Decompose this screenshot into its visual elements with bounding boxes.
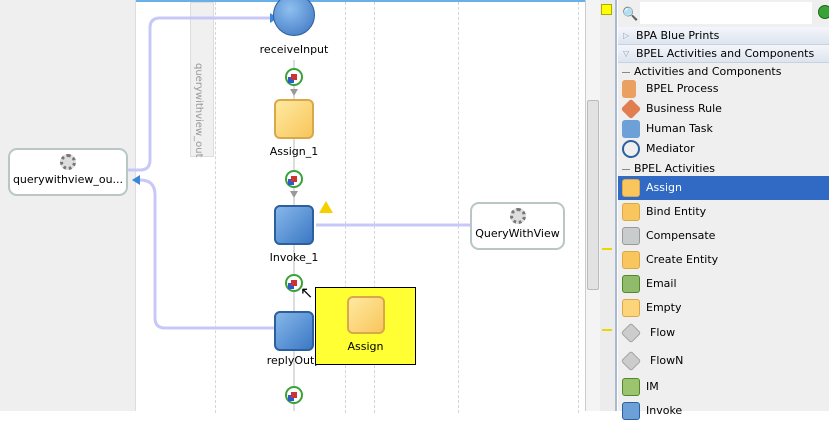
item-label: Human Task xyxy=(646,122,713,135)
flow-icon xyxy=(620,322,642,344)
partner-link-querywithview-out[interactable]: querywithview_ou... xyxy=(8,148,128,196)
item-label: Mediator xyxy=(646,142,695,155)
receive-activity[interactable] xyxy=(273,0,315,36)
flow-connector-icon[interactable] xyxy=(285,386,303,404)
item-label: IM xyxy=(646,380,659,393)
palette-item-create-entity[interactable]: Create Entity xyxy=(618,248,829,272)
swimlane-label: querywithview_out xyxy=(193,63,204,158)
go-icon[interactable] xyxy=(818,5,829,19)
section-bpel-activities: BPEL Activities xyxy=(618,160,829,178)
item-label: Email xyxy=(646,277,677,290)
item-label: Bind Entity xyxy=(646,205,707,218)
item-label: Flow xyxy=(650,326,676,339)
drag-preview-label: Assign xyxy=(347,340,384,353)
palette-item-flown[interactable]: FlowN xyxy=(618,349,829,373)
item-label: FlowN xyxy=(650,354,684,367)
palette-item-email[interactable]: Email xyxy=(618,272,829,296)
bind-entity-icon xyxy=(622,203,640,221)
flow-connector-icon[interactable] xyxy=(285,68,303,86)
create-entity-icon xyxy=(622,251,640,269)
flow-connector-icon[interactable] xyxy=(285,170,303,188)
drag-preview-assign: Assign xyxy=(315,287,416,365)
item-label: Empty xyxy=(646,301,682,314)
component-palette: 🔍 ▷BPA Blue Prints ▽BPEL Activities and … xyxy=(618,0,829,420)
assign-icon xyxy=(346,296,385,334)
item-label: Assign xyxy=(646,181,682,194)
section-label: BPEL Activities xyxy=(634,162,715,175)
partner-link-querywithview[interactable]: QueryWithView xyxy=(470,202,565,250)
palette-item-flow[interactable]: Flow xyxy=(618,321,829,345)
item-label: BPEL Process xyxy=(646,82,719,95)
activity-label: receiveInput xyxy=(259,43,329,56)
item-label: Business Rule xyxy=(646,102,722,115)
swimlane-header[interactable]: querywithview_out xyxy=(190,2,214,158)
mediator-icon xyxy=(622,140,640,158)
invoke-activity[interactable] xyxy=(274,205,314,245)
vertical-scrollbar[interactable] xyxy=(585,0,600,411)
cursor-icon: ↖ xyxy=(300,283,314,302)
accordion-label: BPEL Activities and Components xyxy=(636,47,815,60)
partner-label: QueryWithView xyxy=(475,227,560,240)
empty-icon xyxy=(622,299,640,317)
palette-item-mediator[interactable]: Mediator xyxy=(618,137,829,161)
human-task-icon xyxy=(622,120,640,138)
palette-item-assign[interactable]: Assign xyxy=(618,176,829,200)
activity-label: Invoke_1 xyxy=(269,251,319,264)
assign-activity[interactable] xyxy=(274,99,314,139)
flown-icon xyxy=(620,350,642,372)
palette-item-compensate[interactable]: Compensate xyxy=(618,224,829,248)
flow-connector-icon[interactable] xyxy=(285,274,303,292)
item-label: Create Entity xyxy=(646,253,719,266)
activity-label: replyOutp xyxy=(266,354,322,367)
palette-item-bind-entity[interactable]: Bind Entity xyxy=(618,200,829,224)
palette-item-bpel-process[interactable]: BPEL Process xyxy=(618,77,829,101)
section-activities-components: Activities and Components xyxy=(618,63,829,81)
partner-lane-left xyxy=(0,0,136,411)
im-icon xyxy=(622,378,640,396)
invoke-icon xyxy=(622,402,640,420)
palette-item-invoke[interactable]: Invoke xyxy=(618,399,829,423)
gear-icon xyxy=(509,208,526,224)
warning-icon[interactable] xyxy=(319,201,333,213)
compensate-icon xyxy=(622,227,640,245)
accordion-bpa-blue-prints[interactable]: ▷BPA Blue Prints xyxy=(618,27,829,45)
reply-activity[interactable] xyxy=(274,311,314,351)
palette-search-input[interactable] xyxy=(640,2,812,24)
binoculars-icon[interactable]: 🔍 xyxy=(622,7,639,22)
activity-label: Assign_1 xyxy=(269,145,319,158)
palette-item-im[interactable]: IM xyxy=(618,375,829,399)
assign-icon xyxy=(622,179,640,197)
palette-item-human-task[interactable]: Human Task xyxy=(618,117,829,141)
overview-markers xyxy=(600,0,617,411)
section-label: Activities and Components xyxy=(634,65,782,78)
accordion-label: BPA Blue Prints xyxy=(636,29,720,42)
item-label: Compensate xyxy=(646,229,716,242)
palette-item-business-rule[interactable]: Business Rule xyxy=(618,97,829,121)
gear-icon xyxy=(60,154,76,170)
partner-label: querywithview_ou... xyxy=(12,173,124,186)
email-icon xyxy=(622,275,640,293)
bpel-process-icon xyxy=(622,80,636,98)
palette-item-empty[interactable]: Empty xyxy=(618,296,829,320)
accordion-bpel-activities-components[interactable]: ▽BPEL Activities and Components xyxy=(618,45,829,63)
